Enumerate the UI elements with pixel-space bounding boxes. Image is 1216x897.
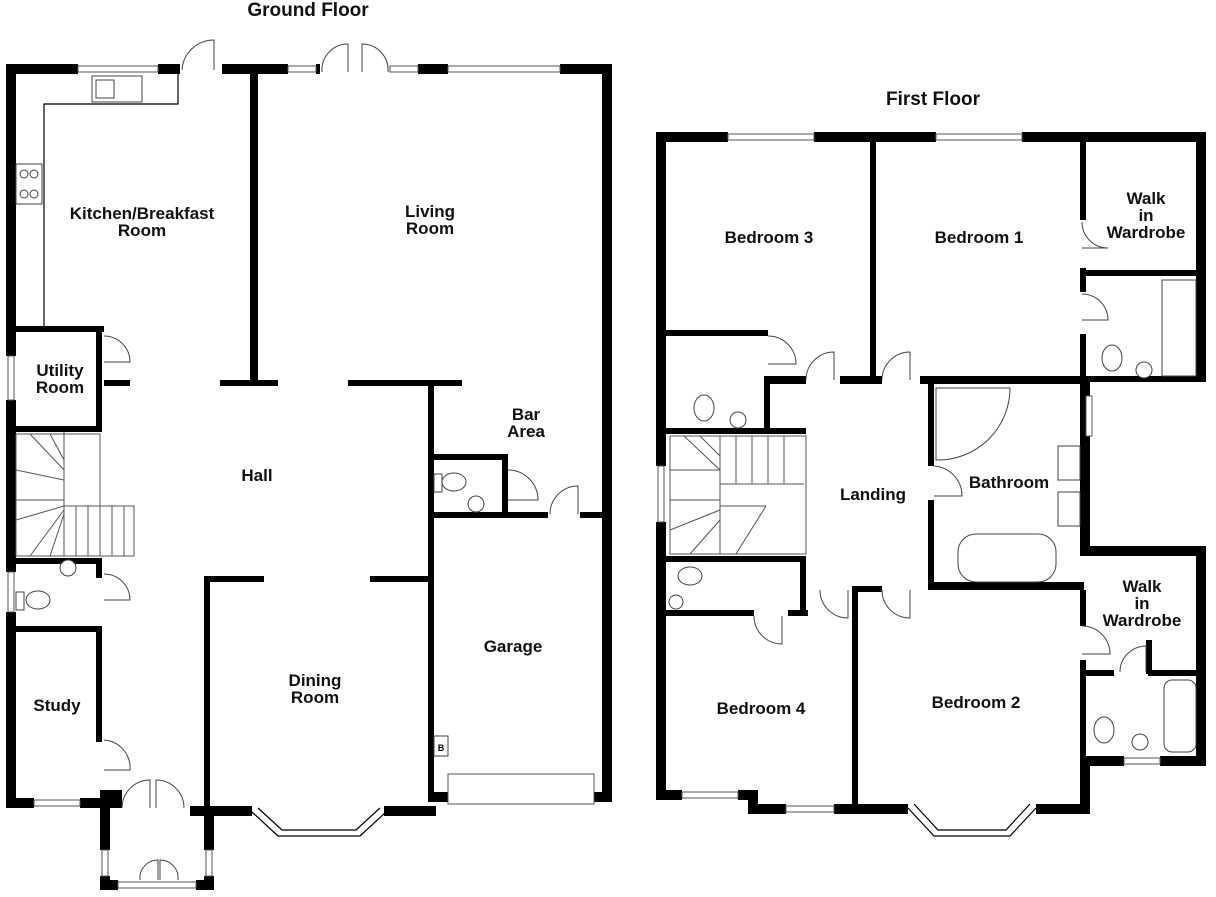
first-floor-windows [657,133,1161,837]
first-floor-walls [656,132,1206,814]
ground-floor-title: Ground Floor [247,0,369,21]
room-label-bathroom: Bathroom [969,473,1049,492]
ground-floor-stairs [15,432,135,557]
room-label-landing: Landing [840,485,906,504]
room-label-bedroom-4: Bedroom 4 [717,699,806,718]
first-floor-stairs [669,435,807,555]
first-floor-fixtures [668,279,1197,753]
room-label-bedroom-1: Bedroom 1 [935,228,1024,247]
boiler-mark: B [438,743,445,753]
room-label-hall: Hall [241,466,272,485]
room-label-bedroom-3: Bedroom 3 [725,228,814,247]
ground-floor-walls [6,64,612,890]
ground-floor-doors [103,39,579,881]
first-floor-title: First Floor [886,89,981,110]
room-label-garage: Garage [484,637,543,656]
room-label-bedroom-2: Bedroom 2 [932,693,1021,712]
first-floor-doors [753,221,1147,673]
ground-floor-windows [7,65,595,889]
room-label-study: Study [33,696,81,715]
first-floor-plan: First Floor Bedroom 3 Bedroom 1 WalkinWa… [656,89,1206,837]
kitchen-fittings: B [15,74,485,757]
